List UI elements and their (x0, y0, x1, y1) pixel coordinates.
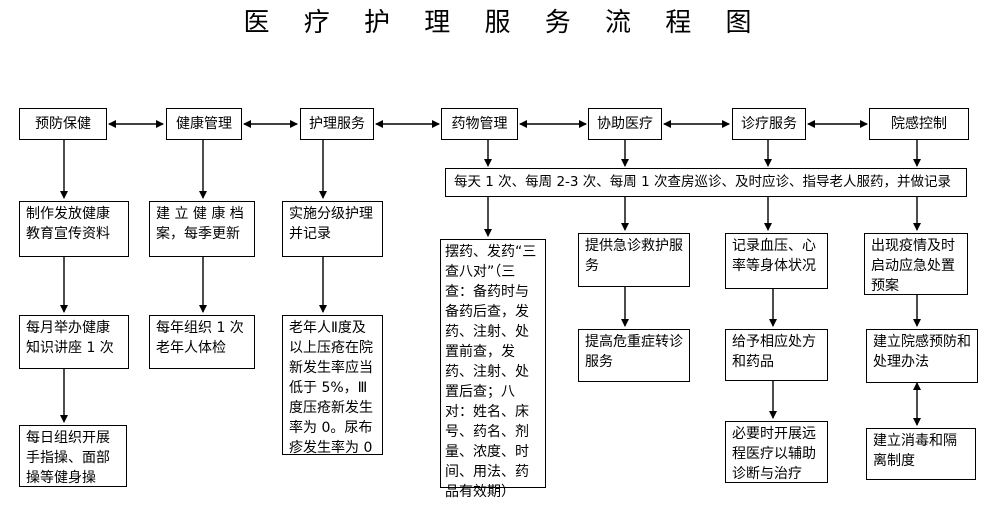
prevention-step-2: 每月举办健康知识讲座 1 次 (19, 315, 129, 369)
category-medication-box: 药物管理 (441, 108, 518, 140)
medication-checks-box: 摆药、发药“三查八对”（三查：备药时与备药后查，发药、注射、处置前查，发药、注射… (440, 239, 546, 500)
infection-step-1: 出现疫情及时启动应急处置预案 (864, 233, 968, 295)
category-infection-control-box: 院感控制 (869, 108, 969, 140)
shared-rounds-box: 每天 1 次、每周 2-3 次、每周 1 次查房巡诊、及时应诊、指导老人服药，并… (445, 168, 967, 197)
category-diagnosis-box: 诊疗服务 (732, 108, 806, 140)
nursing-step-1: 实施分级护理并记录 (282, 201, 383, 257)
assist-step-1: 提供急诊救护服务 (578, 233, 690, 287)
diagnosis-step-1: 记录血压、心率等身体状况 (725, 233, 828, 289)
infection-step-3: 建立消毒和隔离制度 (866, 428, 976, 480)
diagnosis-step-2: 给予相应处方和药品 (725, 329, 828, 381)
category-nursing-box: 护理服务 (300, 108, 374, 140)
category-prevention-box: 预防保健 (19, 108, 107, 140)
health-mgmt-step-2: 每年组织 1 次老年人体检 (149, 315, 255, 369)
category-assist-medical-box: 协助医疗 (588, 108, 662, 140)
diagnosis-step-3: 必要时开展远程医疗以辅助诊断与治疗 (725, 421, 828, 483)
prevention-step-1: 制作发放健康教育宣传资料 (19, 201, 129, 257)
health-mgmt-step-1: 建 立 健 康 档案，每季更新 (149, 201, 255, 257)
infection-step-2: 建立院感预防和处理办法 (866, 329, 978, 383)
page-title: 医 疗 护 理 服 务 流 程 图 (243, 8, 765, 38)
prevention-step-3: 每日组织开展手指操、面部操等健身操 (19, 425, 127, 487)
assist-step-2: 提高危重症转诊服务 (578, 329, 690, 382)
category-health-management-box: 健康管理 (166, 108, 242, 140)
nursing-step-2: 老年人Ⅱ度及以上压疮在院新发生率应当低于 5%，Ⅲ度压疮新发生率为 0。尿布疹发… (282, 315, 383, 456)
